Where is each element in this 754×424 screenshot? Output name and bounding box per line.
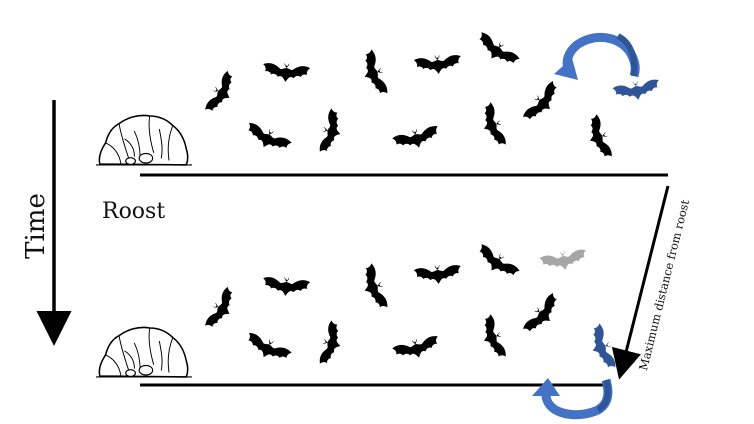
bat-icon [261, 275, 311, 298]
time-label: Time [21, 193, 51, 259]
bat-icon [317, 107, 347, 156]
bat-icon [391, 123, 442, 154]
bat-icon [520, 79, 566, 127]
bat-icon [413, 263, 463, 286]
bat-icon [472, 29, 522, 72]
bat-group-top [202, 29, 662, 162]
bat-icon [584, 322, 619, 373]
bat-icon [261, 61, 311, 84]
bat-icon [242, 120, 294, 158]
circular-arrow-icon [554, 32, 640, 80]
max-distance-arrow [611, 185, 670, 380]
bat-icon [582, 113, 615, 162]
bat-icon [202, 69, 241, 118]
circular-arrow-icon [532, 378, 613, 420]
cave-rock-icon [96, 114, 192, 166]
bat-icon [391, 333, 442, 364]
bat-icon [476, 313, 509, 362]
bat-group-bottom [202, 241, 619, 373]
bat-icon [476, 101, 509, 150]
cave-rock-icon [96, 326, 192, 378]
roost-label: Roost [102, 199, 165, 224]
bat-icon [538, 247, 589, 274]
bat-icon [611, 77, 662, 104]
bat-icon [413, 53, 463, 76]
bat-icon [317, 319, 347, 368]
bat-icon [520, 291, 566, 339]
bat-icon [472, 241, 522, 284]
bat-icon [202, 285, 241, 334]
bat-icon [242, 330, 294, 368]
bat-icon [356, 262, 391, 313]
bat-icon [356, 48, 391, 99]
